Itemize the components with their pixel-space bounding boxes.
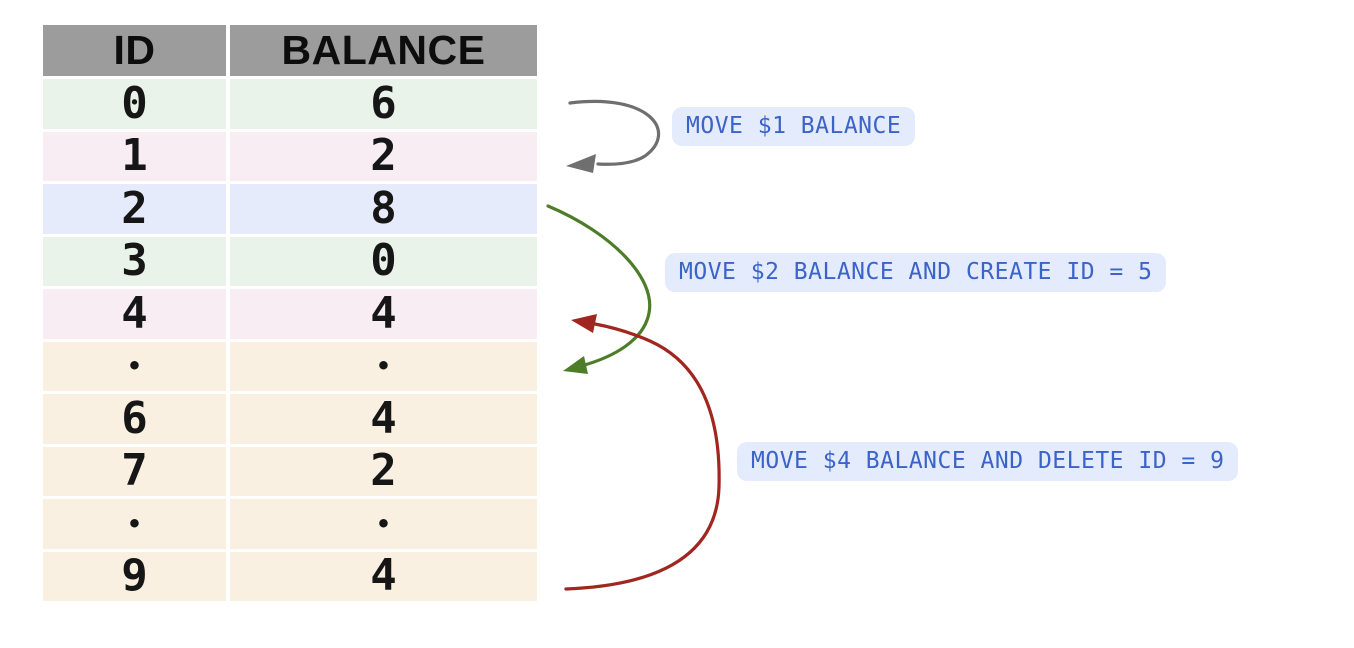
cell-id-ellipsis-row-5: • [43, 341, 226, 391]
column-header-balance: BALANCE [230, 25, 537, 76]
cell-id-row-3: 3 [43, 236, 226, 286]
cell-balance-row-2: 8 [230, 184, 537, 234]
cell-balance-row-0: 6 [230, 79, 537, 129]
cell-id-row-7: 7 [43, 446, 226, 496]
cell-id-row-2: 2 [43, 184, 226, 234]
cell-balance-row-4: 4 [230, 289, 537, 339]
cell-id-row-9: 9 [43, 551, 226, 601]
cell-balance-ellipsis-row-5: • [230, 341, 537, 391]
column-header-id: ID [43, 25, 226, 76]
arrow-move-2-balance [546, 204, 652, 374]
cell-id-row-4: 4 [43, 289, 226, 339]
cell-balance-row-1: 2 [230, 131, 537, 181]
cell-balance-ellipsis-row-8: • [230, 499, 537, 549]
cell-balance-row-9: 4 [230, 551, 537, 601]
balance-table: ID BALANCE 0 6 1 2 2 8 3 0 4 4 • • 6 4 7… [43, 25, 537, 601]
cell-id-ellipsis-row-8: • [43, 499, 226, 549]
arrow-move-4-balance [564, 314, 721, 591]
cell-id-row-0: 0 [43, 79, 226, 129]
annotation-move-2-balance-create: MOVE $2 BALANCE AND CREATE ID = 5 [665, 253, 1167, 292]
cell-id-row-1: 1 [43, 131, 226, 181]
annotation-move-4-balance-delete: MOVE $4 BALANCE AND DELETE ID = 9 [737, 442, 1239, 481]
cell-balance-row-7: 2 [230, 446, 537, 496]
cell-id-row-6: 6 [43, 394, 226, 444]
arrow-move-1-balance [566, 99, 661, 173]
cell-balance-row-3: 0 [230, 236, 537, 286]
cell-balance-row-6: 4 [230, 394, 537, 444]
annotation-move-1-balance: MOVE $1 BALANCE [672, 107, 916, 146]
